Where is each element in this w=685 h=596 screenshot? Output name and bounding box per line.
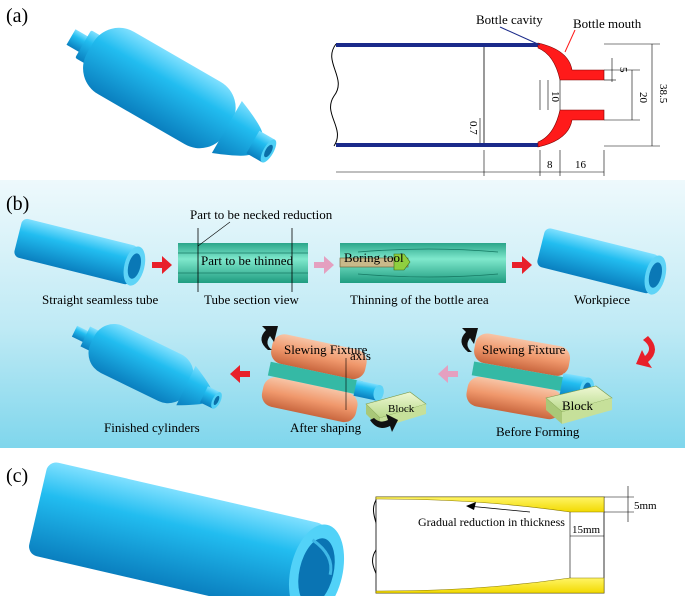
- caption-before-forming: Before Forming: [496, 424, 580, 439]
- after-shaping-assembly: [261, 326, 427, 432]
- label-necked-reduction: Part to be necked reduction: [190, 207, 333, 222]
- dim-16: 16: [575, 159, 587, 171]
- label-bottle-cavity: Bottle cavity: [476, 12, 543, 27]
- dim-0-7: 0.7: [467, 121, 479, 135]
- label-bottle-mouth: Bottle mouth: [573, 16, 642, 31]
- tube-section-view: [178, 221, 308, 292]
- arrow-3: [512, 256, 532, 274]
- caption-workpiece: Workpiece: [574, 292, 630, 307]
- label-block-1: Block: [388, 403, 415, 415]
- straight-tube: [14, 218, 146, 286]
- thinning-tube: [339, 243, 506, 283]
- caption-straight-tube: Straight seamless tube: [42, 292, 158, 307]
- before-forming-assembly: [461, 328, 613, 424]
- arrow-2: [314, 256, 334, 274]
- arrow-4: [230, 365, 250, 383]
- arrow-1: [152, 256, 172, 274]
- finished-cylinder: [71, 323, 222, 409]
- label-slewing-fixture-2: Slewing Fixture: [482, 342, 566, 357]
- caption-tube-section: Tube section view: [204, 292, 299, 307]
- label-boring-tool: Boring tool: [344, 250, 404, 265]
- bottle-3d-a: [66, 27, 277, 163]
- dim-8: 8: [547, 159, 553, 171]
- workpiece-tube: [537, 228, 667, 295]
- dim-5mm: 5mm: [634, 500, 657, 512]
- panel-label-b: (b): [6, 193, 29, 215]
- label-axis: axis: [350, 348, 371, 363]
- label-block-2: Block: [562, 398, 594, 413]
- label-part-thinned: Part to be thinned: [201, 253, 294, 268]
- dim-5: 5: [617, 67, 629, 73]
- caption-finished: Finished cylinders: [104, 420, 200, 435]
- label-gradual-reduction: Gradual reduction in thickness: [418, 515, 565, 529]
- label-slewing-fixture-1: Slewing Fixture: [284, 342, 368, 357]
- dim-38-5: 38.5: [657, 84, 669, 104]
- caption-after-shaping: After shaping: [290, 420, 362, 435]
- arrow-5: [438, 365, 458, 383]
- dim-10: 10: [549, 91, 561, 103]
- panel-label-c: (c): [6, 465, 28, 487]
- caption-thinning: Thinning of the bottle area: [350, 292, 489, 307]
- large-tube-c: [29, 462, 345, 596]
- section-drawing-c: [372, 486, 634, 594]
- dim-20: 20: [637, 92, 649, 104]
- section-drawing-a: [330, 26, 660, 176]
- panel-label-a: (a): [6, 5, 28, 27]
- arrow-turn: [636, 336, 655, 368]
- dim-15mm: 15mm: [572, 524, 601, 536]
